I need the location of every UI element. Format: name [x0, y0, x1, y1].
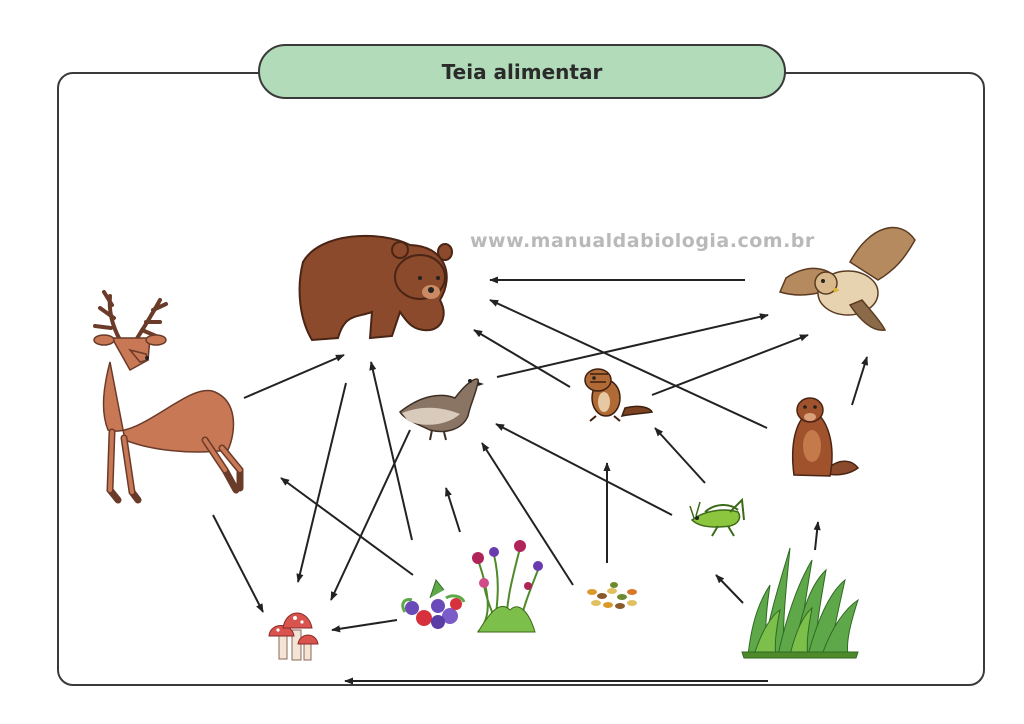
berries-icon — [401, 578, 466, 629]
arrow-bear-to-mushrooms — [296, 382, 347, 583]
grasshopper-icon — [689, 497, 745, 537]
marmot-icon — [791, 397, 860, 477]
arrow-chipmunk-to-bear — [473, 329, 571, 388]
arrow-berries-to-mushrooms — [331, 619, 398, 633]
arrow-deer-to-mushrooms — [212, 514, 264, 613]
deer-icon — [93, 290, 244, 504]
arrow-marmot-to-owl — [851, 356, 869, 406]
arrow-chipmunk-to-owl — [651, 334, 809, 396]
diagram-title-text: Teia alimentar — [441, 59, 603, 84]
arrow-flowers-to-grouse — [445, 487, 461, 533]
arrow-marmot-to-bear — [489, 299, 768, 429]
arrows — [212, 276, 869, 685]
arrow-deer-to-bear — [243, 354, 345, 399]
arrow-berries-to-bear — [369, 361, 413, 541]
mushrooms-icon — [268, 612, 319, 661]
seeds-icon — [587, 582, 637, 609]
arrow-grouse-to-mushrooms — [330, 429, 411, 601]
arrow-grass-to-marmot — [813, 521, 821, 551]
arrow-seeds-to-grouse — [481, 442, 574, 586]
flowers-icon — [472, 540, 543, 633]
grass-icon — [741, 547, 859, 659]
chipmunk-icon — [584, 368, 654, 422]
arrow-grouse-to-owl — [496, 313, 769, 378]
diagram-title: Teia alimentar — [258, 44, 786, 99]
grouse-icon — [399, 378, 484, 441]
arrow-grasshopper-to-grouse — [495, 423, 673, 516]
owl-icon — [778, 226, 916, 331]
arrow-grass-to-grasshopper — [715, 574, 744, 604]
arrow-grasshopper-to-chipmunk — [654, 427, 706, 484]
arrow-berries-to-deer — [280, 477, 414, 576]
watermark: www.manualdabiologia.com.br — [470, 230, 815, 252]
bear-icon — [298, 234, 453, 342]
